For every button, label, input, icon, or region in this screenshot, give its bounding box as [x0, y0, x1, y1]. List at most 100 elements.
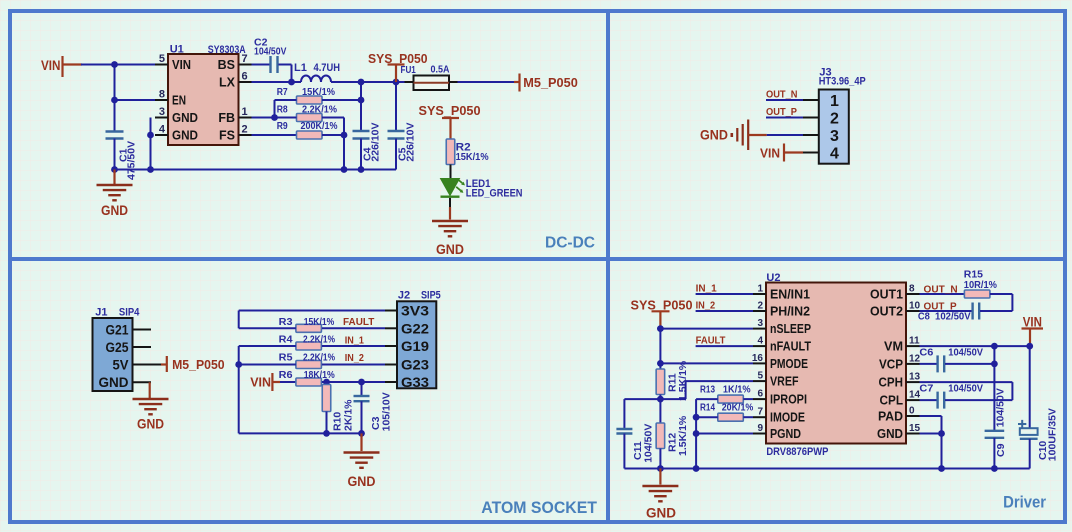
svg-text:OUT1: OUT1	[870, 288, 903, 302]
svg-text:SIP4: SIP4	[119, 307, 140, 319]
svg-text:R4: R4	[279, 334, 293, 346]
svg-text:104/50V: 104/50V	[948, 347, 983, 359]
svg-text:104/50V: 104/50V	[995, 388, 1007, 427]
svg-text:100UF/35V: 100UF/35V	[1046, 408, 1058, 461]
svg-text:R12: R12	[667, 433, 679, 452]
svg-text:G25: G25	[106, 339, 129, 355]
svg-text:LED1: LED1	[466, 178, 491, 190]
svg-text:PAD: PAD	[878, 410, 903, 424]
svg-text:R5: R5	[279, 351, 293, 363]
svg-text:12: 12	[909, 353, 921, 364]
svg-text:IN_1: IN_1	[345, 336, 364, 347]
svg-text:1.5K/1%: 1.5K/1%	[677, 415, 689, 456]
svg-text:J1: J1	[95, 307, 107, 319]
svg-text:4: 4	[757, 336, 763, 347]
svg-text:GND: GND	[172, 111, 198, 125]
svg-text:5: 5	[159, 53, 165, 65]
svg-text:PH/IN2: PH/IN2	[770, 305, 810, 319]
svg-text:VCP: VCP	[879, 357, 903, 371]
svg-text:C1: C1	[118, 148, 130, 162]
svg-text:4: 4	[159, 124, 166, 136]
svg-text:200K/1%: 200K/1%	[301, 120, 339, 132]
svg-text:2K/1%: 2K/1%	[343, 399, 355, 431]
svg-text:GND: GND	[436, 241, 464, 257]
svg-text:C8: C8	[918, 311, 930, 323]
svg-text:1: 1	[242, 106, 248, 118]
svg-text:9: 9	[757, 423, 763, 434]
svg-text:EN: EN	[172, 94, 186, 108]
svg-text:C9: C9	[995, 443, 1007, 457]
svg-text:U2: U2	[766, 272, 780, 284]
svg-text:SYS_P050: SYS_P050	[419, 103, 481, 118]
svg-text:3V3: 3V3	[401, 303, 429, 319]
svg-text:11: 11	[909, 336, 920, 347]
svg-text:GND: GND	[172, 129, 198, 143]
svg-text:OUT_P: OUT_P	[766, 107, 797, 118]
svg-text:L1: L1	[294, 62, 307, 74]
svg-text:4.7UH: 4.7UH	[314, 62, 341, 74]
svg-text:DC-DC: DC-DC	[545, 235, 595, 252]
svg-text:SY8303A: SY8303A	[208, 44, 246, 56]
svg-text:14: 14	[909, 390, 921, 401]
svg-text:CPH: CPH	[879, 376, 904, 390]
svg-text:R13: R13	[700, 384, 715, 396]
svg-text:R2: R2	[456, 142, 471, 154]
svg-text:G23: G23	[401, 357, 429, 373]
svg-text:GND: GND	[348, 473, 376, 489]
svg-text:15K/1%: 15K/1%	[304, 316, 335, 328]
svg-text:18K/1%: 18K/1%	[304, 369, 336, 381]
svg-text:6: 6	[757, 389, 763, 400]
svg-text:OUT_P: OUT_P	[924, 302, 957, 313]
svg-text:2: 2	[757, 301, 763, 312]
svg-text:8: 8	[909, 284, 915, 295]
svg-text:102/50V: 102/50V	[935, 311, 971, 323]
svg-text:8: 8	[159, 89, 165, 101]
svg-text:C3: C3	[370, 416, 382, 430]
svg-text:nFAULT: nFAULT	[770, 340, 811, 354]
svg-text:SYS_P050: SYS_P050	[368, 51, 428, 66]
svg-text:2.2K/1%: 2.2K/1%	[303, 351, 336, 363]
svg-text:C5: C5	[397, 147, 409, 161]
svg-text:C7: C7	[919, 383, 933, 395]
svg-text:G21: G21	[106, 322, 129, 338]
svg-text:GND: GND	[646, 505, 676, 521]
svg-text:5: 5	[757, 371, 763, 382]
svg-text:1: 1	[830, 93, 839, 110]
svg-text:IMODE: IMODE	[770, 411, 805, 425]
svg-text:ATOM SOCKET: ATOM SOCKET	[481, 498, 597, 517]
svg-text:IN_2: IN_2	[696, 301, 716, 312]
svg-text:104/50V: 104/50V	[643, 424, 655, 463]
svg-text:Driver: Driver	[1003, 492, 1046, 511]
svg-text:2.2K/1%: 2.2K/1%	[302, 103, 338, 115]
svg-text:GND: GND	[99, 374, 129, 390]
svg-text:13: 13	[909, 372, 921, 383]
svg-text:3: 3	[159, 106, 165, 118]
svg-text:C11: C11	[632, 441, 644, 460]
svg-text:VIN: VIN	[172, 58, 191, 72]
svg-text:R14: R14	[700, 402, 715, 414]
svg-text:3: 3	[757, 318, 763, 329]
svg-text:M5_P050: M5_P050	[172, 357, 225, 372]
svg-text:VIN: VIN	[760, 146, 780, 161]
svg-text:FU1: FU1	[401, 64, 416, 76]
svg-text:C2: C2	[254, 37, 268, 49]
svg-text:1: 1	[757, 284, 763, 295]
svg-text:16: 16	[752, 353, 764, 364]
svg-text:FAULT: FAULT	[343, 317, 374, 328]
svg-text:2: 2	[242, 124, 248, 136]
svg-text:3: 3	[830, 128, 839, 145]
svg-text:VIN: VIN	[250, 375, 271, 390]
svg-text:15K/1%: 15K/1%	[456, 151, 490, 163]
svg-text:OUT_N: OUT_N	[766, 90, 798, 101]
svg-text:J2: J2	[398, 290, 410, 302]
svg-text:OUT2: OUT2	[870, 305, 903, 319]
svg-text:20K/1%: 20K/1%	[722, 402, 754, 414]
svg-text:VM: VM	[884, 340, 903, 354]
svg-text:104/50V: 104/50V	[254, 46, 286, 58]
svg-text:VREF: VREF	[770, 375, 799, 389]
svg-text:M5_P050: M5_P050	[523, 75, 578, 90]
svg-text:J3: J3	[819, 67, 831, 79]
svg-text:105/10V: 105/10V	[380, 392, 392, 431]
svg-text:R7: R7	[277, 86, 288, 98]
svg-text:R6: R6	[279, 369, 293, 381]
